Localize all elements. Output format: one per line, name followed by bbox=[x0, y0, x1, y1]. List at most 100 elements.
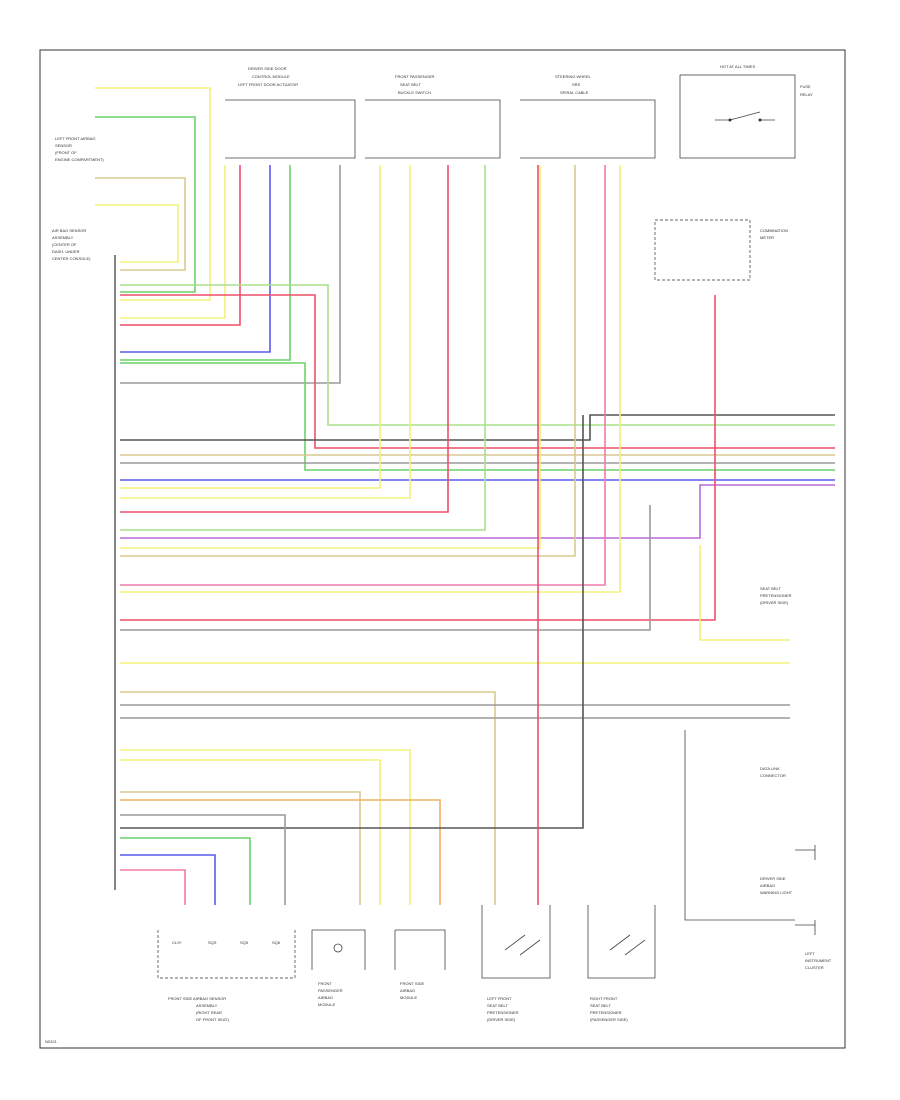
right-device-bracket bbox=[684, 730, 795, 921]
left-module-label-line-5: CENTER CONSOLE) bbox=[52, 256, 91, 261]
wire-42 bbox=[120, 814, 286, 905]
wire-8 bbox=[120, 165, 291, 361]
bottom-component-2-label-line-2: PASSENGER bbox=[318, 988, 343, 993]
top-component-3: STEERING WHEEL SRS SPIRAL CABLE bbox=[520, 74, 656, 159]
wire-5 bbox=[120, 165, 241, 326]
wire-18 bbox=[120, 165, 381, 489]
bottom-component-1: CLS+ SQS SQ5 SQ6 FRONT SIDE AIRBAG SENSO… bbox=[157, 930, 296, 1022]
wire-33 bbox=[120, 749, 411, 905]
top-component-1-label-line-3: LEFT FRONT DOOR ACTUATOR bbox=[238, 82, 298, 87]
wire-19 bbox=[120, 165, 411, 499]
bottom-component-4-label-line-2: SEAT BELT bbox=[487, 1003, 508, 1008]
top-component-1-label-line-1: DRIVER SIDE DOOR bbox=[248, 66, 287, 71]
bottom-component-4-label-line-1: LEFT FRONT bbox=[487, 996, 512, 1001]
bottom-pin-label-2: SQS bbox=[208, 940, 217, 945]
wire-26 bbox=[120, 295, 716, 621]
control-module-box bbox=[654, 219, 751, 281]
bottom-component-3-label-line-1: FRONT SIDE bbox=[400, 981, 424, 986]
left-sensor-label-line-3: (FRONT OF bbox=[55, 150, 77, 155]
top-component-1-label-line-2: CONTROL MODULE bbox=[252, 74, 290, 79]
top-component-2-label-line-3: BUCKLE SWITCH bbox=[398, 90, 431, 95]
right-label-4-line-1: DRIVER SIDE bbox=[760, 876, 786, 881]
top-component-4-label-line-2: FUSE bbox=[800, 84, 811, 89]
bottom-component-4-label-line-4: (DRIVER SIDE) bbox=[487, 1017, 516, 1022]
right-label-5-line-1: LEFT bbox=[805, 951, 815, 956]
top-component-4-label-line-1: HOT AT ALL TIMES bbox=[720, 64, 755, 69]
right-label-2-line-2: PRETENSIONER bbox=[760, 593, 792, 598]
page-number: N0321 bbox=[45, 1039, 58, 1044]
wire-12 bbox=[120, 362, 835, 471]
right-label-1-line-1: COMBINATION bbox=[760, 228, 788, 233]
bottom-component-1-label-line-2: ASSEMBLY bbox=[196, 1003, 218, 1008]
wire-13 bbox=[120, 414, 835, 441]
wire-20 bbox=[120, 165, 449, 513]
right-label-3-line-1: DATA LINK bbox=[760, 766, 780, 771]
top-component-3-label-line-2: SRS bbox=[572, 82, 581, 87]
wire-37 bbox=[120, 415, 584, 829]
bottom-component-1-label-line-4: OF FRONT SEAT) bbox=[196, 1017, 230, 1022]
bottom-component-2: FRONT PASSENGER AIRBAG MODULE bbox=[311, 929, 366, 1007]
bottom-component-3-label-line-3: MODULE bbox=[400, 995, 417, 1000]
bottom-component-2-label-line-3: AIRBAG bbox=[318, 995, 333, 1000]
wire-2 bbox=[95, 116, 196, 293]
bottom-component-5-label-line-1: RIGHT FRONT bbox=[590, 996, 618, 1001]
wire-35 bbox=[120, 791, 361, 905]
wires bbox=[95, 87, 835, 905]
bottom-component-5-label-line-3: PRETENSIONER bbox=[590, 1010, 622, 1015]
bottom-component-1-label-line-1: FRONT SIDE AIRBAG SENSOR bbox=[168, 996, 226, 1001]
top-component-2-label-line-2: SEAT BELT bbox=[400, 82, 421, 87]
right-labels: COMBINATION METER SEAT BELT PRETENSIONER… bbox=[760, 228, 832, 970]
wire-6 bbox=[120, 165, 226, 319]
wire-25 bbox=[120, 165, 621, 593]
top-component-2: FRONT PASSENGER SEAT BELT BUCKLE SWITCH bbox=[365, 74, 501, 159]
bottom-component-1-label-line-3: (RIGHT REAR bbox=[196, 1010, 222, 1015]
left-module-label-line-2: ASSEMBLY bbox=[52, 235, 74, 240]
bottom-component-2-label-line-4: MODULE bbox=[318, 1002, 335, 1007]
wire-7 bbox=[120, 165, 271, 353]
right-label-2-line-3: (DRIVER SIDE) bbox=[760, 600, 789, 605]
wire-23 bbox=[120, 165, 576, 557]
bottom-component-5: RIGHT FRONT SEAT BELT PRETENSIONER (PASS… bbox=[587, 905, 656, 1022]
bottom-pin-label-1: CLS+ bbox=[172, 940, 183, 945]
left-module-label: AIR BAG SENSOR ASSEMBLY (CENTER OF DASH,… bbox=[52, 228, 91, 261]
bottom-component-5-label-line-2: SEAT BELT bbox=[590, 1003, 611, 1008]
wire-21 bbox=[120, 165, 486, 531]
wire-3 bbox=[95, 177, 186, 271]
wire-22 bbox=[120, 165, 541, 549]
right-label-2-line-1: SEAT BELT bbox=[760, 586, 781, 591]
bottom-component-3-label-line-2: AIRBAG bbox=[400, 988, 415, 993]
top-component-4-label-line-3: RELAY bbox=[800, 92, 813, 97]
top-component-1: DRIVER SIDE DOOR CONTROL MODULE LEFT FRO… bbox=[225, 66, 356, 159]
wire-40 bbox=[120, 869, 186, 905]
left-module-label-line-4: DASH, UNDER bbox=[52, 249, 80, 254]
bottom-component-2-label-line-1: FRONT bbox=[318, 981, 332, 986]
right-label-5-line-3: CLUSTER bbox=[805, 965, 824, 970]
wire-34 bbox=[120, 759, 381, 905]
left-module-label-line-1: AIR BAG SENSOR bbox=[52, 228, 86, 233]
right-label-1-line-2: METER bbox=[760, 235, 774, 240]
wire-38 bbox=[120, 837, 251, 905]
right-label-4-line-3: WARNING LIGHT bbox=[760, 890, 793, 895]
bottom-pin-label-4: SQ6 bbox=[272, 940, 281, 945]
left-sensor-label-line-1: LEFT FRONT AIRBAG bbox=[55, 136, 96, 141]
wire-17 bbox=[120, 484, 835, 539]
wire-1 bbox=[95, 87, 211, 301]
wire-9 bbox=[120, 165, 341, 384]
top-component-3-label-line-3: SPIRAL CABLE bbox=[560, 90, 589, 95]
left-sensor-label-line-4: ENGINE COMPARTMENT) bbox=[55, 157, 104, 162]
left-sensor-labels: LEFT FRONT AIRBAG SENSOR (FRONT OF ENGIN… bbox=[55, 136, 104, 162]
wire-24 bbox=[120, 165, 606, 586]
right-label-4-line-2: AIRBAG bbox=[760, 883, 775, 888]
bottom-component-4-label-line-3: PRETENSIONER bbox=[487, 1010, 519, 1015]
left-sensor-label-line-2: SENSOR bbox=[55, 143, 72, 148]
wire-29 bbox=[699, 545, 790, 641]
top-component-2-label-line-1: FRONT PASSENGER bbox=[395, 74, 435, 79]
top-component-3-label-line-1: STEERING WHEEL bbox=[555, 74, 592, 79]
bottom-component-5-label-line-4: (PASSENGER SIDE) bbox=[590, 1017, 628, 1022]
wire-30 bbox=[120, 691, 496, 905]
wire-39 bbox=[120, 854, 216, 905]
right-label-3-line-2: CONNECTOR bbox=[760, 773, 786, 778]
bottom-component-3: FRONT SIDE AIRBAG MODULE bbox=[394, 929, 446, 1000]
wire-27 bbox=[120, 505, 651, 631]
bottom-pin-label-3: SQ5 bbox=[240, 940, 249, 945]
